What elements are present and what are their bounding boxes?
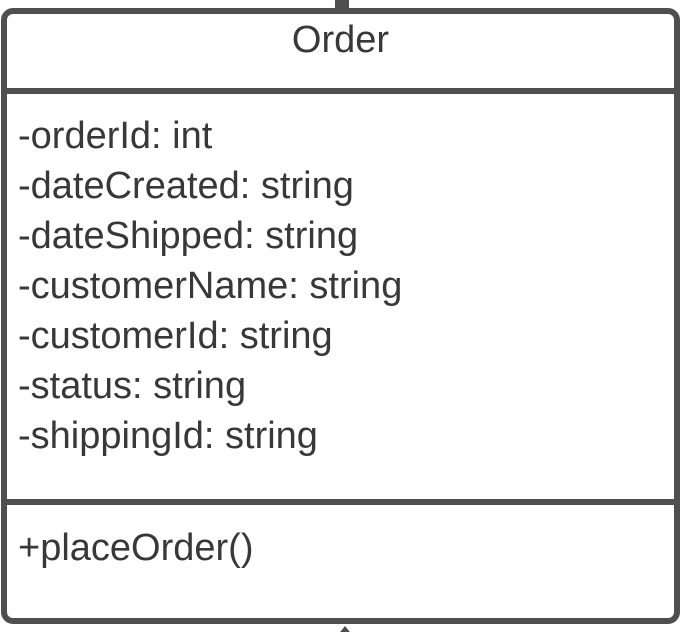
- attributes-compartment: -orderId: int -dateCreated: string -date…: [7, 94, 674, 505]
- method-line: +placeOrder(): [18, 527, 254, 569]
- uml-class-order[interactable]: Order -orderId: int -dateCreated: string…: [1, 8, 680, 624]
- attribute-line: -orderId: int: [18, 115, 213, 157]
- attribute-line: -dateShipped: string: [18, 215, 359, 257]
- attribute-line: -customerName: string: [18, 265, 403, 307]
- connector-line-top-icon[interactable]: [335, 0, 349, 11]
- attribute-line: -status: string: [18, 365, 247, 407]
- attribute-line: -customerId: string: [18, 315, 333, 357]
- arrowhead-up-icon[interactable]: [336, 626, 354, 632]
- methods-compartment: +placeOrder(): [7, 505, 674, 573]
- class-name-title: Order: [7, 14, 674, 94]
- attribute-line: -dateCreated: string: [18, 165, 354, 207]
- attribute-line: -shippingId: string: [18, 415, 318, 457]
